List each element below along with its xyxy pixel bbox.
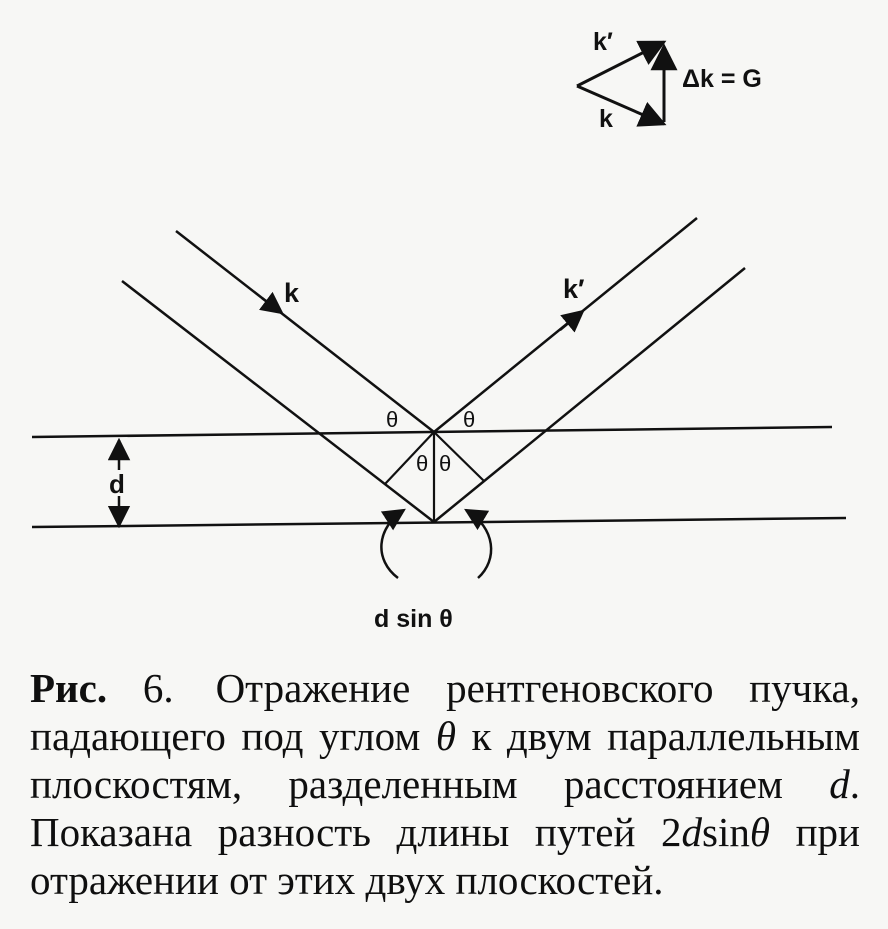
caption-text-2: к двум параллель­ным плоскостям, разделе… <box>30 713 860 807</box>
caption-theta: θ <box>435 713 456 759</box>
incident-k-label: k <box>284 278 300 308</box>
right-perpendicular <box>433 431 485 482</box>
path-difference-bracket-left <box>380 508 406 579</box>
theta-upper-left: θ <box>386 407 398 432</box>
bragg-reflection-diagram: k′ k Δk = G k k′ θ θ θ θ d d sin θ <box>31 28 847 633</box>
reflected-k-prime-label: k′ <box>563 274 585 304</box>
caption-text-1: Отражение рентгеновского пучка, падающег… <box>30 665 860 759</box>
caption-path-two: 2 <box>661 809 682 855</box>
theta-inner-right: θ <box>439 451 451 476</box>
lower-plane <box>31 516 847 529</box>
incident-ray-lower <box>121 280 435 523</box>
left-perpendicular <box>384 431 435 485</box>
figure-number: 6. <box>142 665 174 711</box>
inset-k-prime-label: k′ <box>593 28 613 56</box>
caption-path-theta: θ <box>749 809 770 855</box>
figure-caption: Рис. 6.Отражение рентгеновского пучка, п… <box>30 664 860 904</box>
figure-word: Рис. <box>30 665 108 711</box>
k-prime-vector <box>576 40 667 88</box>
inset-k-label: k <box>599 105 613 133</box>
theta-upper-right: θ <box>463 407 475 432</box>
vector-triangle-inset: k′ k Δk = G <box>576 28 762 133</box>
k-vector <box>576 84 667 127</box>
caption-path-sin: sin <box>702 809 750 855</box>
incident-ray-upper <box>175 230 435 433</box>
caption-d: d <box>829 761 850 807</box>
delta-k-equation: Δk = G <box>682 65 762 93</box>
incident-arrow <box>259 291 284 315</box>
caption-text-4: при отражении от этих двух плоскостей. <box>30 809 860 903</box>
spacing-d-label: d <box>109 469 125 499</box>
caption-path-d: d <box>681 809 703 855</box>
path-difference-label: d sin θ <box>374 605 453 633</box>
theta-inner-left: θ <box>416 451 428 476</box>
path-difference-bracket-right <box>464 508 493 579</box>
caption-text-3: . Показана разность длины путей <box>30 761 860 855</box>
reflected-ray-lower <box>433 267 746 523</box>
reflected-arrow <box>559 309 585 333</box>
